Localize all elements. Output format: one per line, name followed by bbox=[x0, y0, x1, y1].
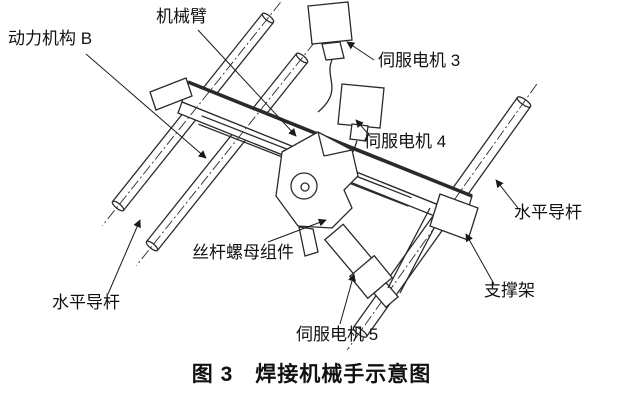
power-mechanism-block bbox=[149, 77, 193, 111]
label-guide-rod-right: 水平导杆 bbox=[514, 203, 582, 222]
leader-guide-rod-right bbox=[495, 179, 519, 209]
center-line bbox=[102, 2, 281, 226]
leader-screw-nut bbox=[267, 218, 327, 243]
motor-5-tip bbox=[372, 281, 400, 309]
center-line bbox=[136, 42, 315, 266]
schematic-drawing bbox=[85, 1, 538, 351]
head-joint-hub bbox=[300, 182, 310, 192]
label-support-frame: 支撑架 bbox=[484, 281, 535, 300]
leader-servo-motor-4 bbox=[355, 119, 371, 137]
leader-servo-motor-3 bbox=[346, 41, 375, 61]
label-servo-motor-4: 伺服电机 4 bbox=[364, 132, 447, 151]
leader-guide-rod-left bbox=[107, 219, 141, 295]
guide-rod-edge bbox=[156, 61, 309, 251]
label-servo-motor-5: 伺服电机 5 bbox=[296, 325, 379, 344]
servo-motor-3-block bbox=[307, 1, 353, 113]
head-detail-line bbox=[317, 131, 325, 157]
motor-4-shaft bbox=[352, 140, 358, 153]
label-guide-rod-left: 水平导杆 bbox=[52, 293, 120, 312]
leader-servo-motor-5 bbox=[339, 273, 356, 325]
head-body bbox=[275, 131, 359, 229]
motor-3-body bbox=[307, 1, 353, 45]
label-mechanical-arm: 机械臂 bbox=[156, 7, 207, 26]
motor-4-body bbox=[337, 83, 385, 129]
head-detail-line bbox=[323, 149, 353, 157]
rod-end-cap bbox=[145, 240, 159, 252]
support-frame-part bbox=[387, 193, 479, 294]
center-line bbox=[346, 83, 538, 351]
label-screw-nut-assembly: 丝杆螺母组件 bbox=[192, 243, 294, 262]
leader-support-frame bbox=[465, 233, 495, 285]
welding-head-assembly bbox=[275, 131, 400, 309]
label-servo-motor-3: 伺服电机 3 bbox=[378, 51, 461, 70]
motor-3-connector bbox=[321, 41, 345, 61]
motor-5-flange bbox=[348, 254, 394, 300]
center-lines bbox=[102, 2, 538, 351]
motor-cable bbox=[317, 59, 333, 113]
rod-end-cap bbox=[111, 200, 125, 212]
leader-lines bbox=[85, 29, 519, 325]
leader-mechanical-arm bbox=[197, 29, 297, 137]
label-power-mechanism-b: 动力机构 B bbox=[8, 29, 93, 48]
figure-caption: 图 3 焊接机械手示意图 bbox=[191, 363, 432, 386]
torch-nozzle bbox=[298, 226, 319, 257]
support-arm-edge bbox=[387, 207, 431, 289]
guide-rod-edge bbox=[145, 53, 298, 243]
leader-power-mechanism bbox=[85, 53, 207, 159]
